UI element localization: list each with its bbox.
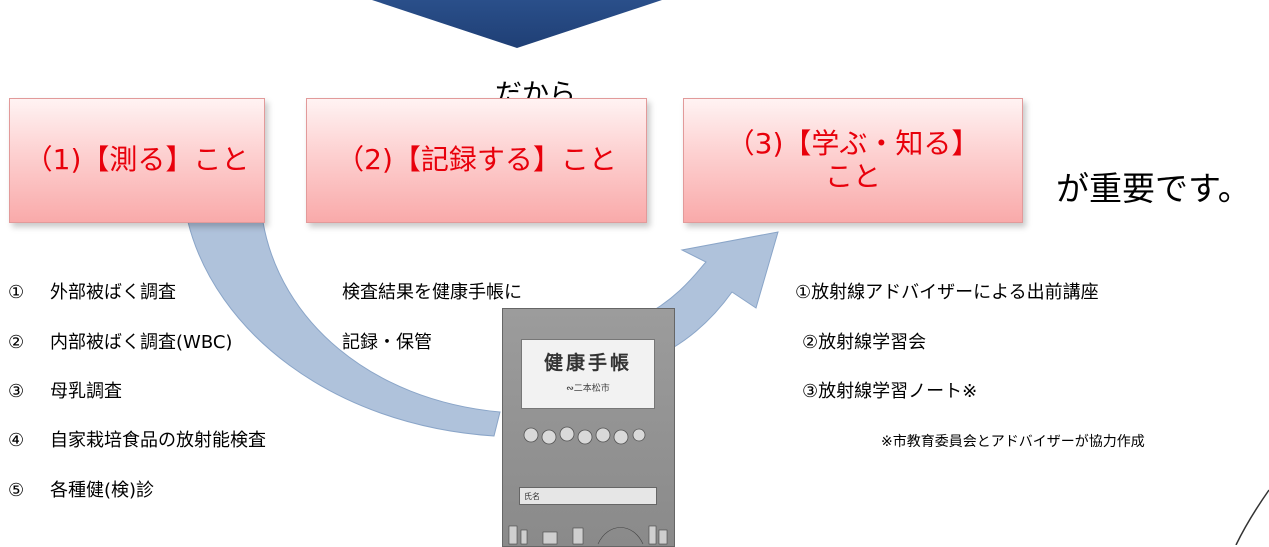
record-text-line2: 記録・保管 bbox=[342, 332, 432, 353]
measure-item-number: ① bbox=[8, 282, 25, 303]
city-logo-icon: ∾ bbox=[566, 384, 574, 394]
step-learn-label-line2: こと bbox=[824, 159, 881, 193]
booklet-name-field: 氏名 bbox=[519, 487, 657, 505]
measure-item: ⑤ 各種健(検)診 bbox=[8, 476, 154, 502]
measure-item-text: 各種健(検)診 bbox=[50, 480, 155, 501]
step-record-label: （2)【記録する】こと bbox=[336, 143, 617, 177]
step-learn-label-line1: （3)【学ぶ・知る】 bbox=[726, 127, 980, 161]
measure-item: ③ 母乳調査 bbox=[8, 377, 122, 403]
town-illustration bbox=[508, 525, 668, 545]
measure-item-number: ③ bbox=[8, 381, 25, 402]
conclusion-text: が重要です。 bbox=[1056, 169, 1251, 208]
booklet-title: 健康手帳 bbox=[543, 352, 632, 374]
measure-item: ④ 自家栽培食品の放射能検査 bbox=[8, 426, 266, 452]
health-booklet-image: 健康手帳 ∾二本松市 氏名 bbox=[502, 308, 675, 547]
footnote: ※市教育委員会とアドバイザーが協力作成 bbox=[881, 434, 1145, 450]
measure-item: ② 内部被ばく調査(WBC) bbox=[8, 328, 232, 354]
learn-item: ②放射線学習会 bbox=[802, 332, 927, 353]
measure-item-number: ② bbox=[8, 332, 25, 353]
corner-arc bbox=[1235, 489, 1269, 545]
booklet-title-card: 健康手帳 ∾二本松市 bbox=[521, 339, 655, 409]
down-arrow-chevron bbox=[372, 0, 662, 48]
learn-item: ③放射線学習ノート※ bbox=[802, 381, 978, 402]
booklet-name-label: 氏名 bbox=[524, 492, 540, 501]
step-record-box: （2)【記録する】こと bbox=[306, 98, 647, 223]
measure-item-text: 自家栽培食品の放射能検査 bbox=[50, 430, 266, 451]
measure-item-text: 外部被ばく調査 bbox=[50, 282, 176, 303]
step-measure-label: （1)【測る】こと bbox=[24, 143, 250, 177]
measure-item-number: ④ bbox=[8, 430, 25, 451]
measure-item-text: 母乳調査 bbox=[50, 381, 122, 402]
measure-item-text: 内部被ばく調査(WBC) bbox=[50, 332, 233, 353]
curved-arrow-left bbox=[187, 221, 501, 437]
step-learn-box: （3)【学ぶ・知る】 こと bbox=[683, 98, 1023, 223]
measure-item: ① 外部被ばく調査 bbox=[8, 278, 176, 304]
children-illustration bbox=[523, 426, 646, 445]
booklet-city: 二本松市 bbox=[573, 384, 610, 394]
learn-item: ①放射線アドバイザーによる出前講座 bbox=[795, 282, 1099, 303]
measure-item-number: ⑤ bbox=[8, 480, 25, 501]
record-text-line1: 検査結果を健康手帳に bbox=[342, 282, 522, 303]
step-measure-box: （1)【測る】こと bbox=[9, 98, 265, 223]
